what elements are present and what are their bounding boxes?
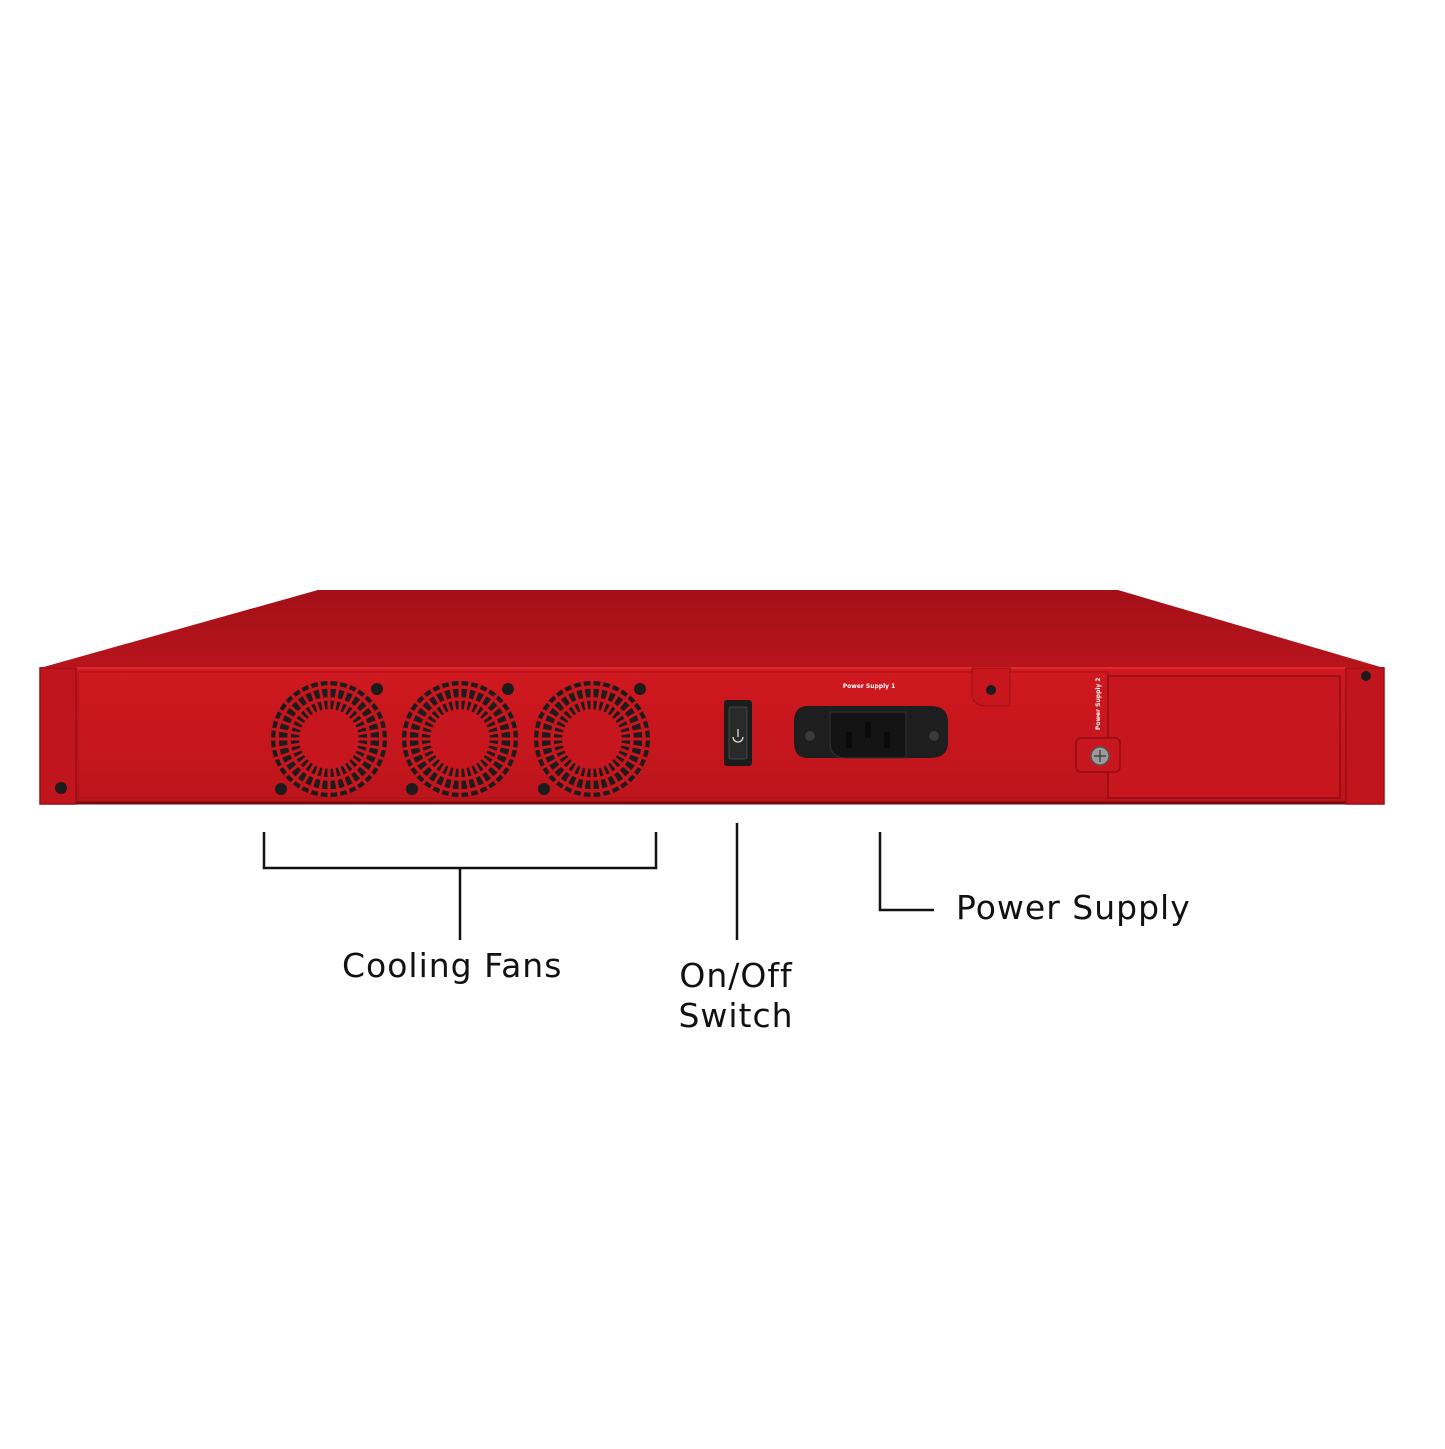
- screw-icon: [275, 783, 287, 795]
- fan-grille-icon: [402, 681, 518, 797]
- chassis-top-cover: [40, 590, 1384, 668]
- right-rack-ear: [1345, 667, 1385, 805]
- screw-icon: [805, 731, 815, 741]
- screw-icon: [406, 783, 418, 795]
- iec-c14-inlet-icon: [829, 711, 907, 759]
- on-off-switch-label: On/Off Switch: [636, 956, 836, 1036]
- fan-grille-icon: [534, 681, 650, 797]
- power-icon: [732, 729, 744, 743]
- screw-icon: [634, 683, 646, 695]
- power-supply-2-label: Power Supply 2: [1095, 677, 1102, 730]
- power-supply-callout-line: [878, 832, 934, 912]
- screw-icon: [371, 683, 383, 695]
- left-rack-ear: [39, 667, 77, 805]
- power-supply-2-bay: Power Supply 2: [1075, 675, 1341, 799]
- screw-icon: [929, 731, 939, 741]
- cooling-fans-group: [271, 681, 650, 797]
- power-supply-1-label: Power Supply 1: [843, 683, 896, 690]
- power-supply-label: Power Supply: [956, 888, 1191, 927]
- screw-icon: [55, 782, 67, 794]
- fan-grille-icon: [271, 681, 387, 797]
- on-off-switch-label-line1: On/Off: [679, 956, 793, 995]
- power-inlet[interactable]: [794, 706, 948, 759]
- on-off-switch-label-line2: Switch: [678, 996, 794, 1035]
- on-off-switch[interactable]: [724, 700, 752, 766]
- screw-icon: [538, 783, 550, 795]
- screw-icon: [502, 683, 514, 695]
- cooling-fans-callout-line: [262, 832, 658, 940]
- screw-icon: [986, 685, 996, 695]
- screw-icon: [1361, 671, 1371, 681]
- cooling-fans-label: Cooling Fans: [342, 946, 563, 985]
